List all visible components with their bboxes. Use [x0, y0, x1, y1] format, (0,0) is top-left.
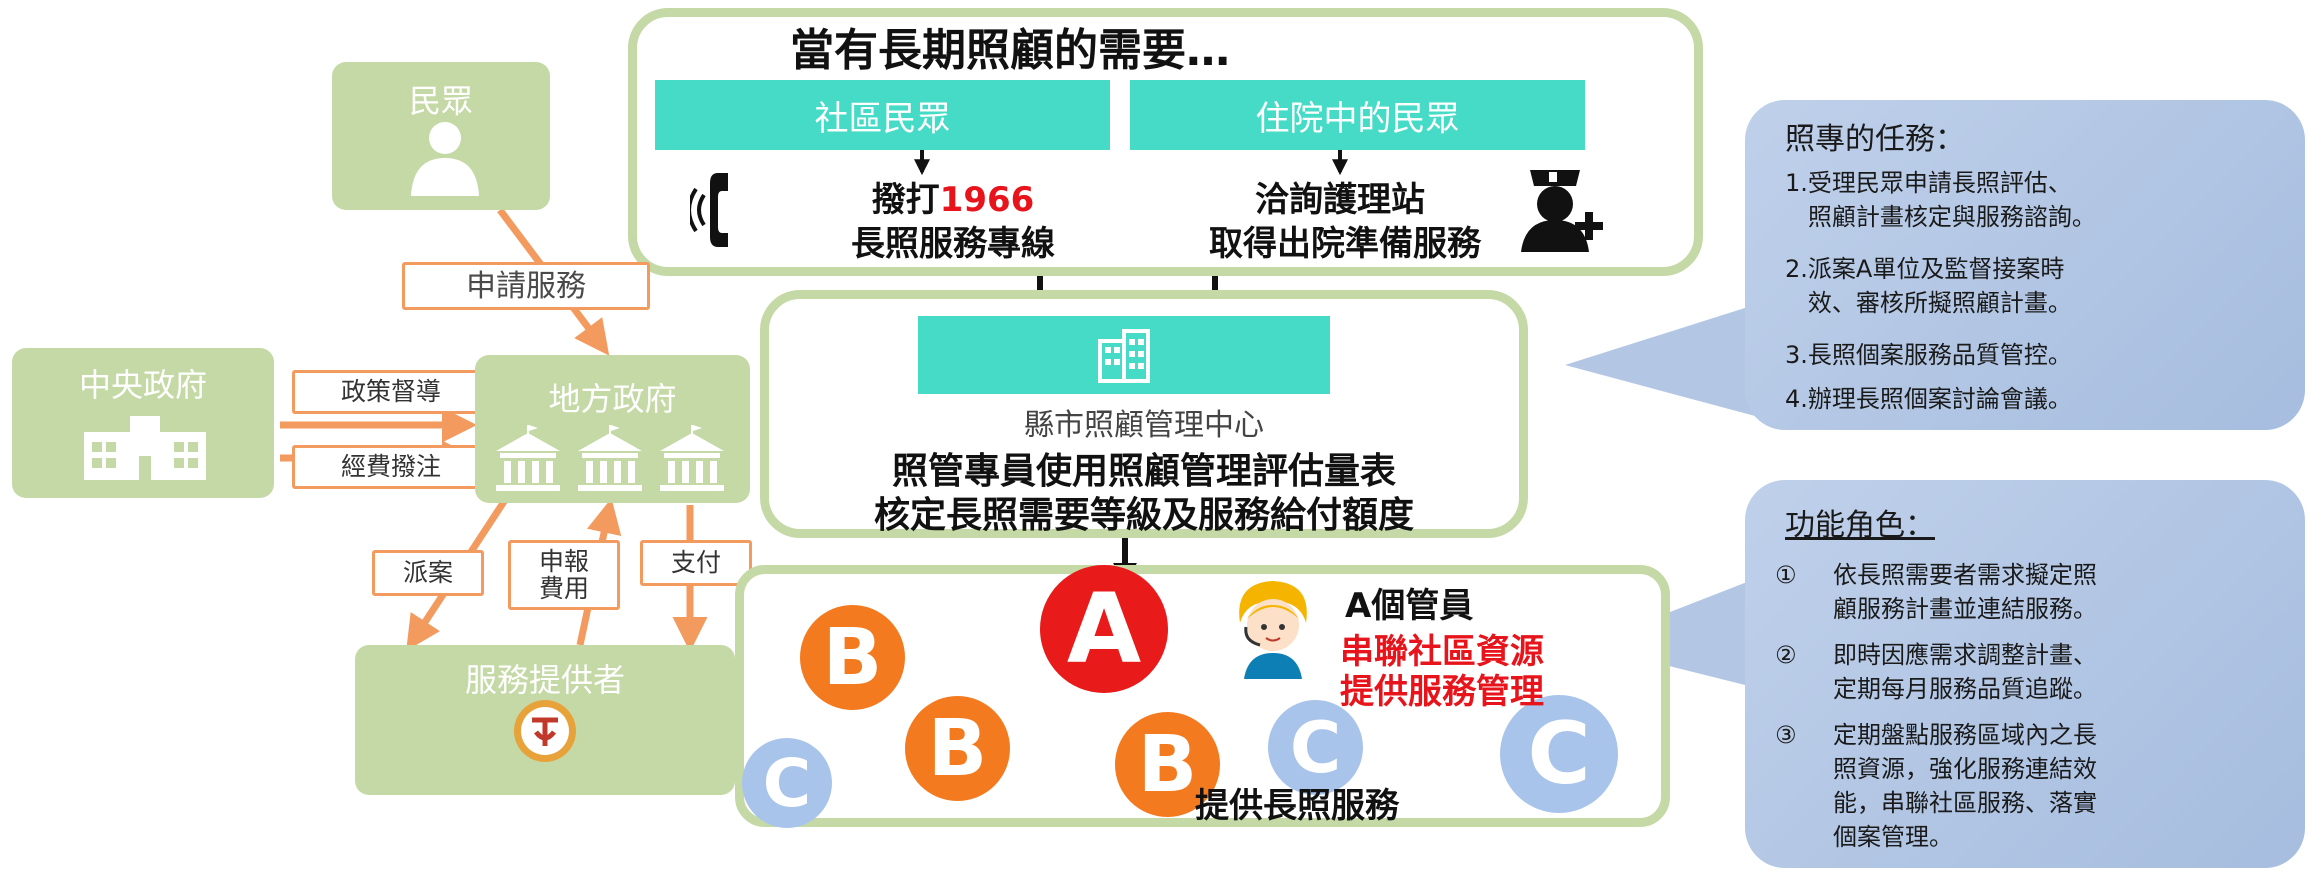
network-caption: 提供長照服務 [1195, 786, 1399, 826]
roles-text: 依長照需要者需求擬定照 顧服務計畫並連結服務。 [1833, 561, 2097, 623]
roles-marker: ③ [1775, 721, 1797, 749]
claim-label-line-1: 申報 [538, 546, 589, 576]
roles-marker: ① [1775, 561, 1797, 589]
tasks-item: 2.派案A單位及監督接案時 效、審核所擬照顧計畫。 [1785, 255, 2072, 317]
hospital-button[interactable]: 住院中的民眾 [1130, 80, 1585, 150]
manager-line-2: 提供服務管理 [1340, 672, 1544, 712]
nurse-icon [1521, 170, 1603, 252]
roles-item: ② 即時因應需求調整計畫、 定期每月服務品質追蹤。 [1775, 638, 2295, 718]
pay-label: 支付 [640, 540, 752, 586]
person-icon [411, 122, 479, 196]
center-line-2: 核定長照需要等級及服務給付額度 [873, 495, 1414, 536]
center-frame [760, 290, 1528, 538]
building-icon [1098, 329, 1150, 383]
community-button[interactable]: 社區民眾 [655, 80, 1110, 150]
tasks-item: 3.長照個案服務品質管控。 [1785, 341, 2072, 369]
page-title: 當有長期照顧的需要… [790, 25, 1230, 76]
roles-bubble: 功能角色： ① 依長照需要者需求擬定照 顧服務計畫並連結服務。 ② 即時因應需求… [1745, 480, 2305, 868]
community-line-2: 長照服務專線 [851, 224, 1055, 264]
roles-marker: ② [1775, 641, 1797, 669]
roles-text: 即時因應需求調整計畫、 定期每月服務品質追蹤。 [1833, 641, 2097, 703]
b-node-right: B [1115, 712, 1220, 817]
government-building-icon [84, 416, 206, 480]
roles-text: 定期盤點服務區域內之長 照資源，強化服務連結效 能，串聯社區服務、落實 個案管理… [1833, 721, 2097, 851]
roles-item: ① 依長照需要者需求擬定照 顧服務計畫並連結服務。 [1775, 558, 2295, 638]
tasks-item: 1.受理民眾申請長照評估、 照顧計畫核定與服務諮詢。 [1785, 169, 2096, 231]
central-gov-label: 中央政府 [78, 366, 207, 404]
local-gov-label: 地方政府 [548, 380, 677, 418]
roles-title: 功能角色： [1785, 508, 1935, 543]
tasks-bubble: 照專的任務： 1.受理民眾申請長照評估、 照顧計畫核定與服務諮詢。 2.派案A單… [1745, 100, 2305, 430]
call-prefix: 撥打 [871, 180, 940, 220]
tasks-item: 4.辦理長照個案討論會議。 [1785, 385, 2072, 413]
hospital-label: 住院中的民眾 [1255, 98, 1460, 139]
hospital-line-1: 洽詢護理站 [1255, 180, 1425, 220]
manager-title: A個管員 [1345, 586, 1474, 626]
tasks-list: 1.受理民眾申請長照評估、 照顧計畫核定與服務諮詢。 2.派案A單位及監督接案時… [1785, 166, 2096, 434]
task-bubble-tail [1565, 300, 1770, 420]
apply-service-label: 申請服務 [402, 262, 650, 310]
public-label: 民眾 [408, 82, 473, 120]
hospital-line-2: 取得出院準備服務 [1209, 224, 1481, 264]
roles-list: ① 依長照需要者需求擬定照 顧服務計畫並連結服務。 ② 即時因應需求調整計畫、 … [1775, 558, 2295, 858]
hotline-number: 1966 [939, 180, 1035, 220]
case-manager-icon [1239, 581, 1307, 679]
center-line-1: 照管專員使用照顧管理評估量表 [891, 451, 1396, 492]
claim-label: 申報 費用 [508, 540, 620, 610]
center-banner [918, 316, 1330, 394]
tasks-title: 照專的任務： [1785, 122, 1965, 157]
roles-item: ③ 定期盤點服務區域內之長 照資源，強化服務連結效 能，串聯社區服務、落實 個案… [1775, 718, 2295, 858]
claim-label-line-2: 費用 [538, 574, 589, 603]
phone-icon [690, 173, 728, 247]
provider-seal-icon [514, 700, 576, 762]
dispatch-label: 派案 [372, 550, 484, 596]
local-gov-buildings-icon [496, 425, 724, 491]
provider-label: 服務提供者 [464, 661, 625, 699]
c-node-right: C [1500, 695, 1618, 813]
center-name: 縣市照顧管理中心 [1024, 408, 1264, 443]
funding-label: 經費撥注 [292, 445, 490, 489]
community-line-1: 撥打1966 [838, 172, 1068, 221]
b-node-left: B [800, 605, 905, 710]
community-label: 社區民眾 [814, 98, 951, 139]
c-node-mid: C [1268, 700, 1363, 795]
b-node-mid: B [905, 696, 1010, 801]
a-node: A [1040, 565, 1168, 693]
policy-label: 政策督導 [292, 370, 490, 414]
c-node-left: C [742, 738, 832, 828]
manager-line-1: 串聯社區資源 [1340, 632, 1544, 672]
